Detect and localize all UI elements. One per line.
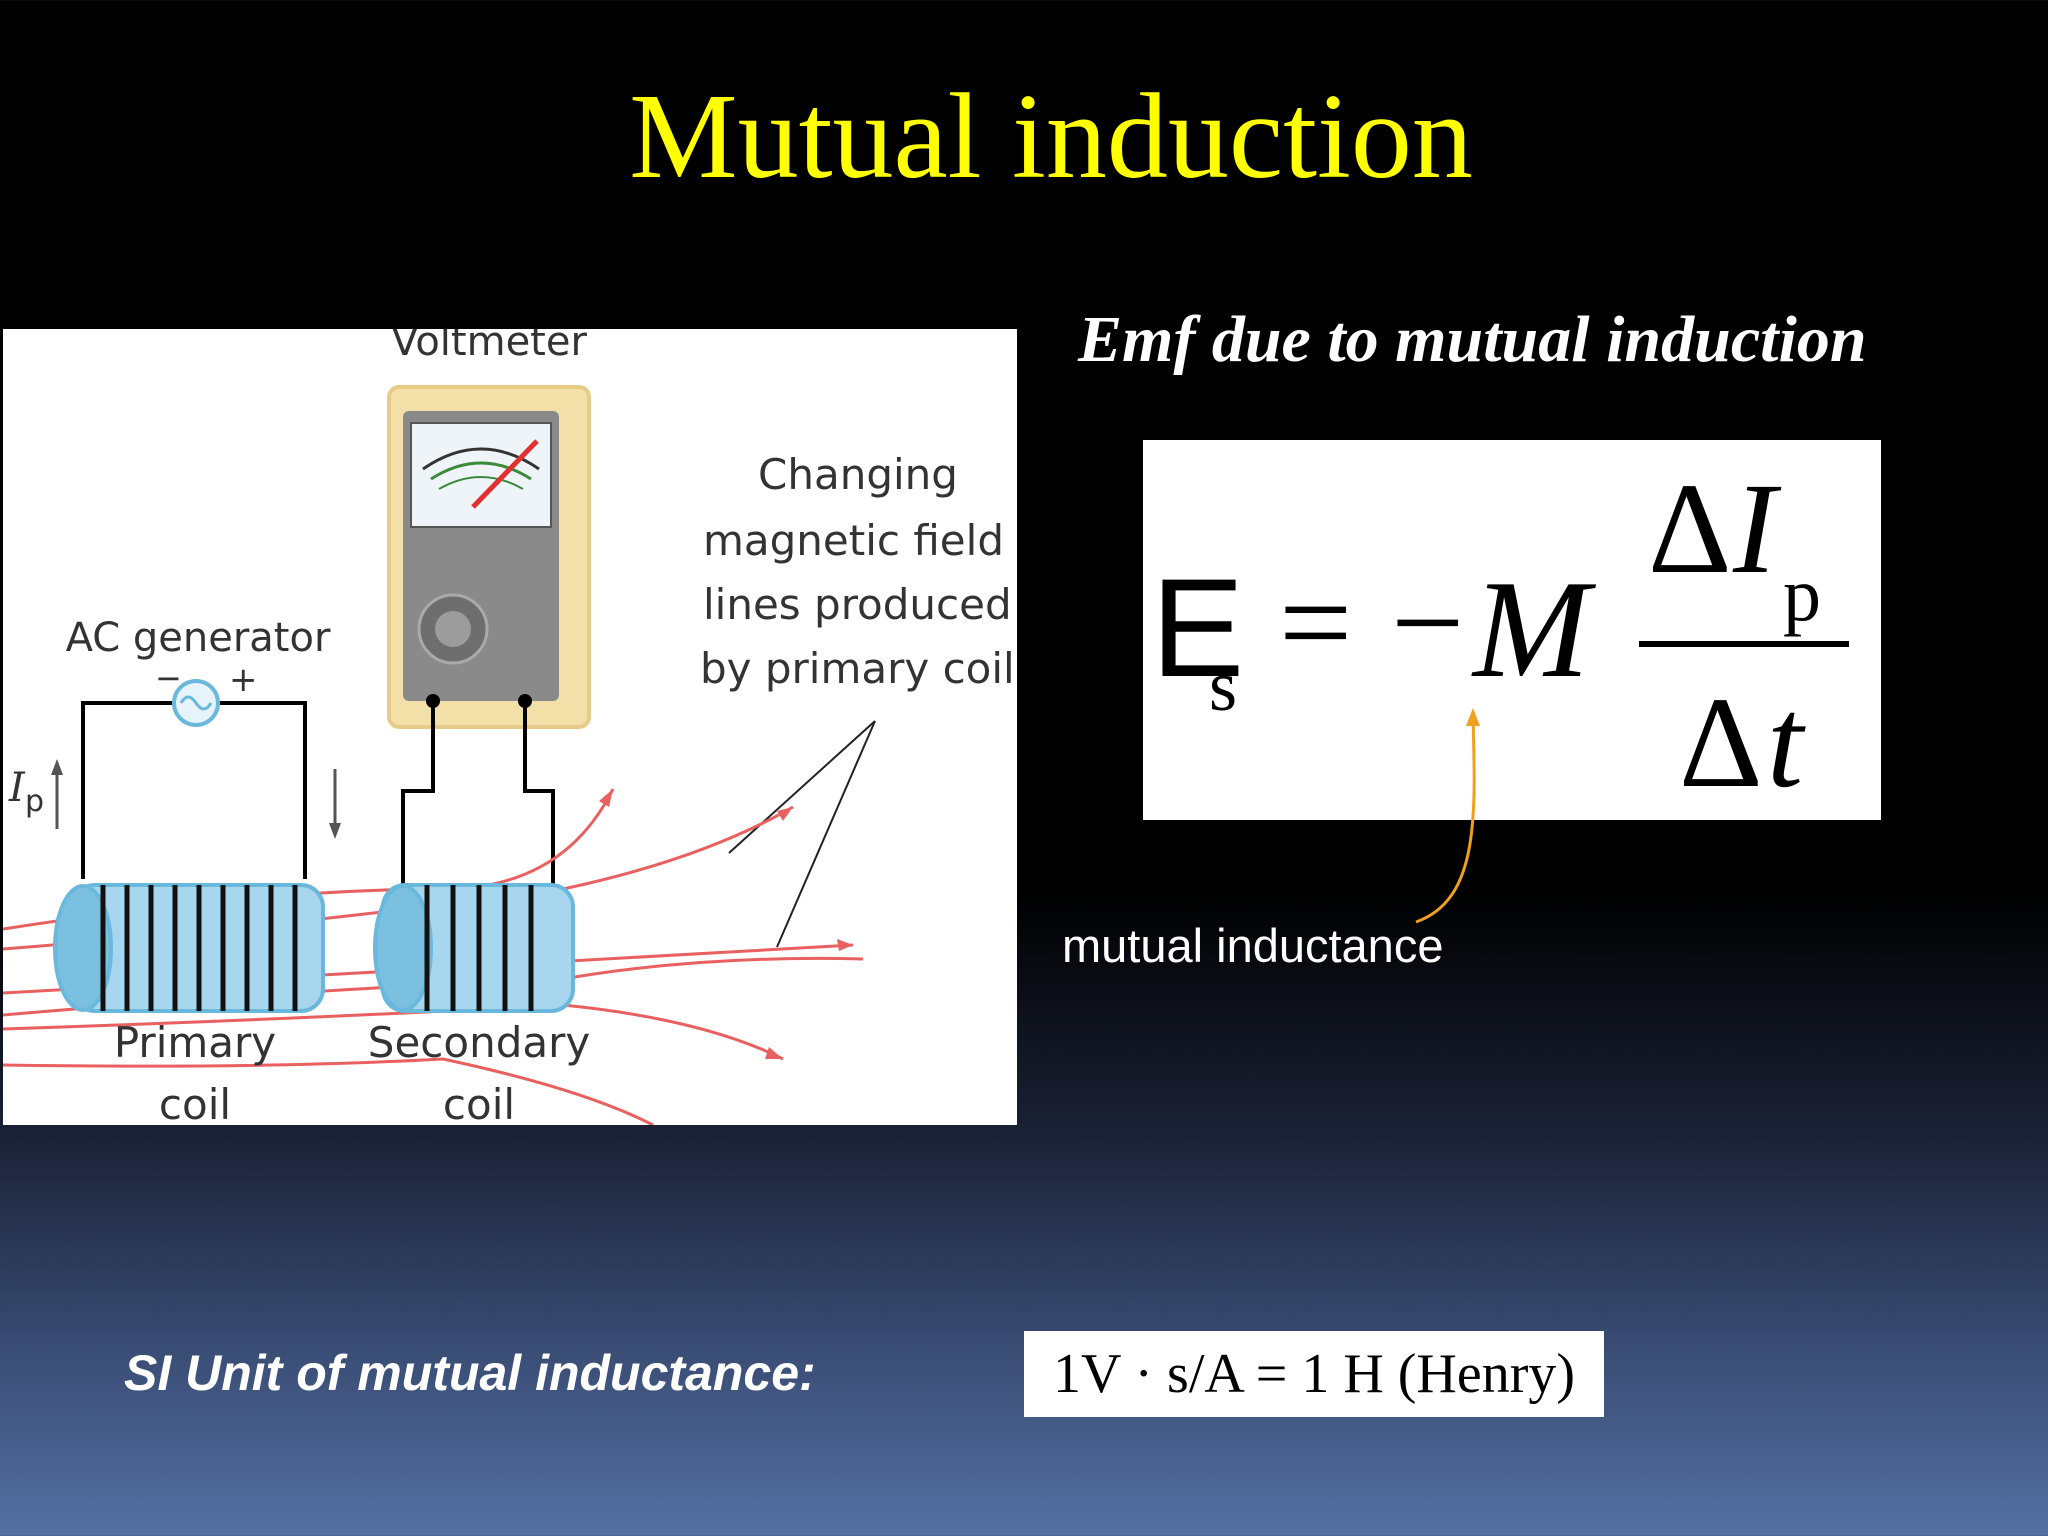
svg-text:p: p — [25, 784, 44, 819]
field-caption-line-2: magnetic field — [703, 516, 1004, 565]
field-caption-line-4: by primary coil — [700, 644, 1015, 693]
denominator-delta: Δ — [1679, 671, 1763, 815]
mutual-induction-diagram: Voltmeter Changing magnetic field lines … — [3, 329, 1017, 1125]
primary-coil — [53, 883, 325, 1013]
secondary-coil — [373, 883, 575, 1013]
primary-coil-label-2: coil — [159, 1080, 231, 1125]
formula-heading: Emf due to mutual induction — [1078, 303, 1867, 376]
slide-title: Mutual induction — [629, 69, 1473, 204]
current-label: I p — [8, 765, 44, 819]
mutual-inductance-label: mutual inductance — [1062, 919, 1444, 972]
equals-sign: = — [1279, 551, 1352, 695]
si-unit-label: SI Unit of mutual inductance: — [124, 1345, 816, 1401]
numerator-subscript: p — [1783, 553, 1821, 637]
field-caption-line-1: Changing — [758, 450, 958, 499]
minus-sign: − — [1391, 551, 1464, 695]
primary-coil-label-1: Primary — [114, 1018, 276, 1067]
voltmeter-icon — [387, 385, 591, 729]
numerator-delta: Δ — [1648, 457, 1732, 601]
secondary-coil-label-1: Secondary — [368, 1018, 590, 1067]
inductance-symbol: M — [1471, 552, 1597, 707]
si-unit-expression: 1V · s/A = 1 H (Henry) — [1024, 1331, 1604, 1417]
ac-source-icon — [172, 679, 220, 727]
numerator-symbol: I — [1732, 457, 1782, 601]
voltmeter-label: Voltmeter — [391, 329, 587, 365]
emf-formula: E s = − M Δ I p Δ t — [1143, 440, 1881, 820]
svg-text:I: I — [8, 765, 26, 811]
generator-label: AC generator — [66, 615, 331, 661]
emf-subscript: s — [1209, 646, 1237, 726]
emf-symbol: E — [1151, 549, 1244, 706]
generator-plus: + — [229, 660, 258, 700]
annotation-arrow — [1415, 708, 1480, 924]
secondary-coil-label-2: coil — [443, 1080, 515, 1125]
field-caption-line-3: lines produced — [703, 580, 1012, 629]
denominator-symbol: t — [1767, 671, 1806, 815]
